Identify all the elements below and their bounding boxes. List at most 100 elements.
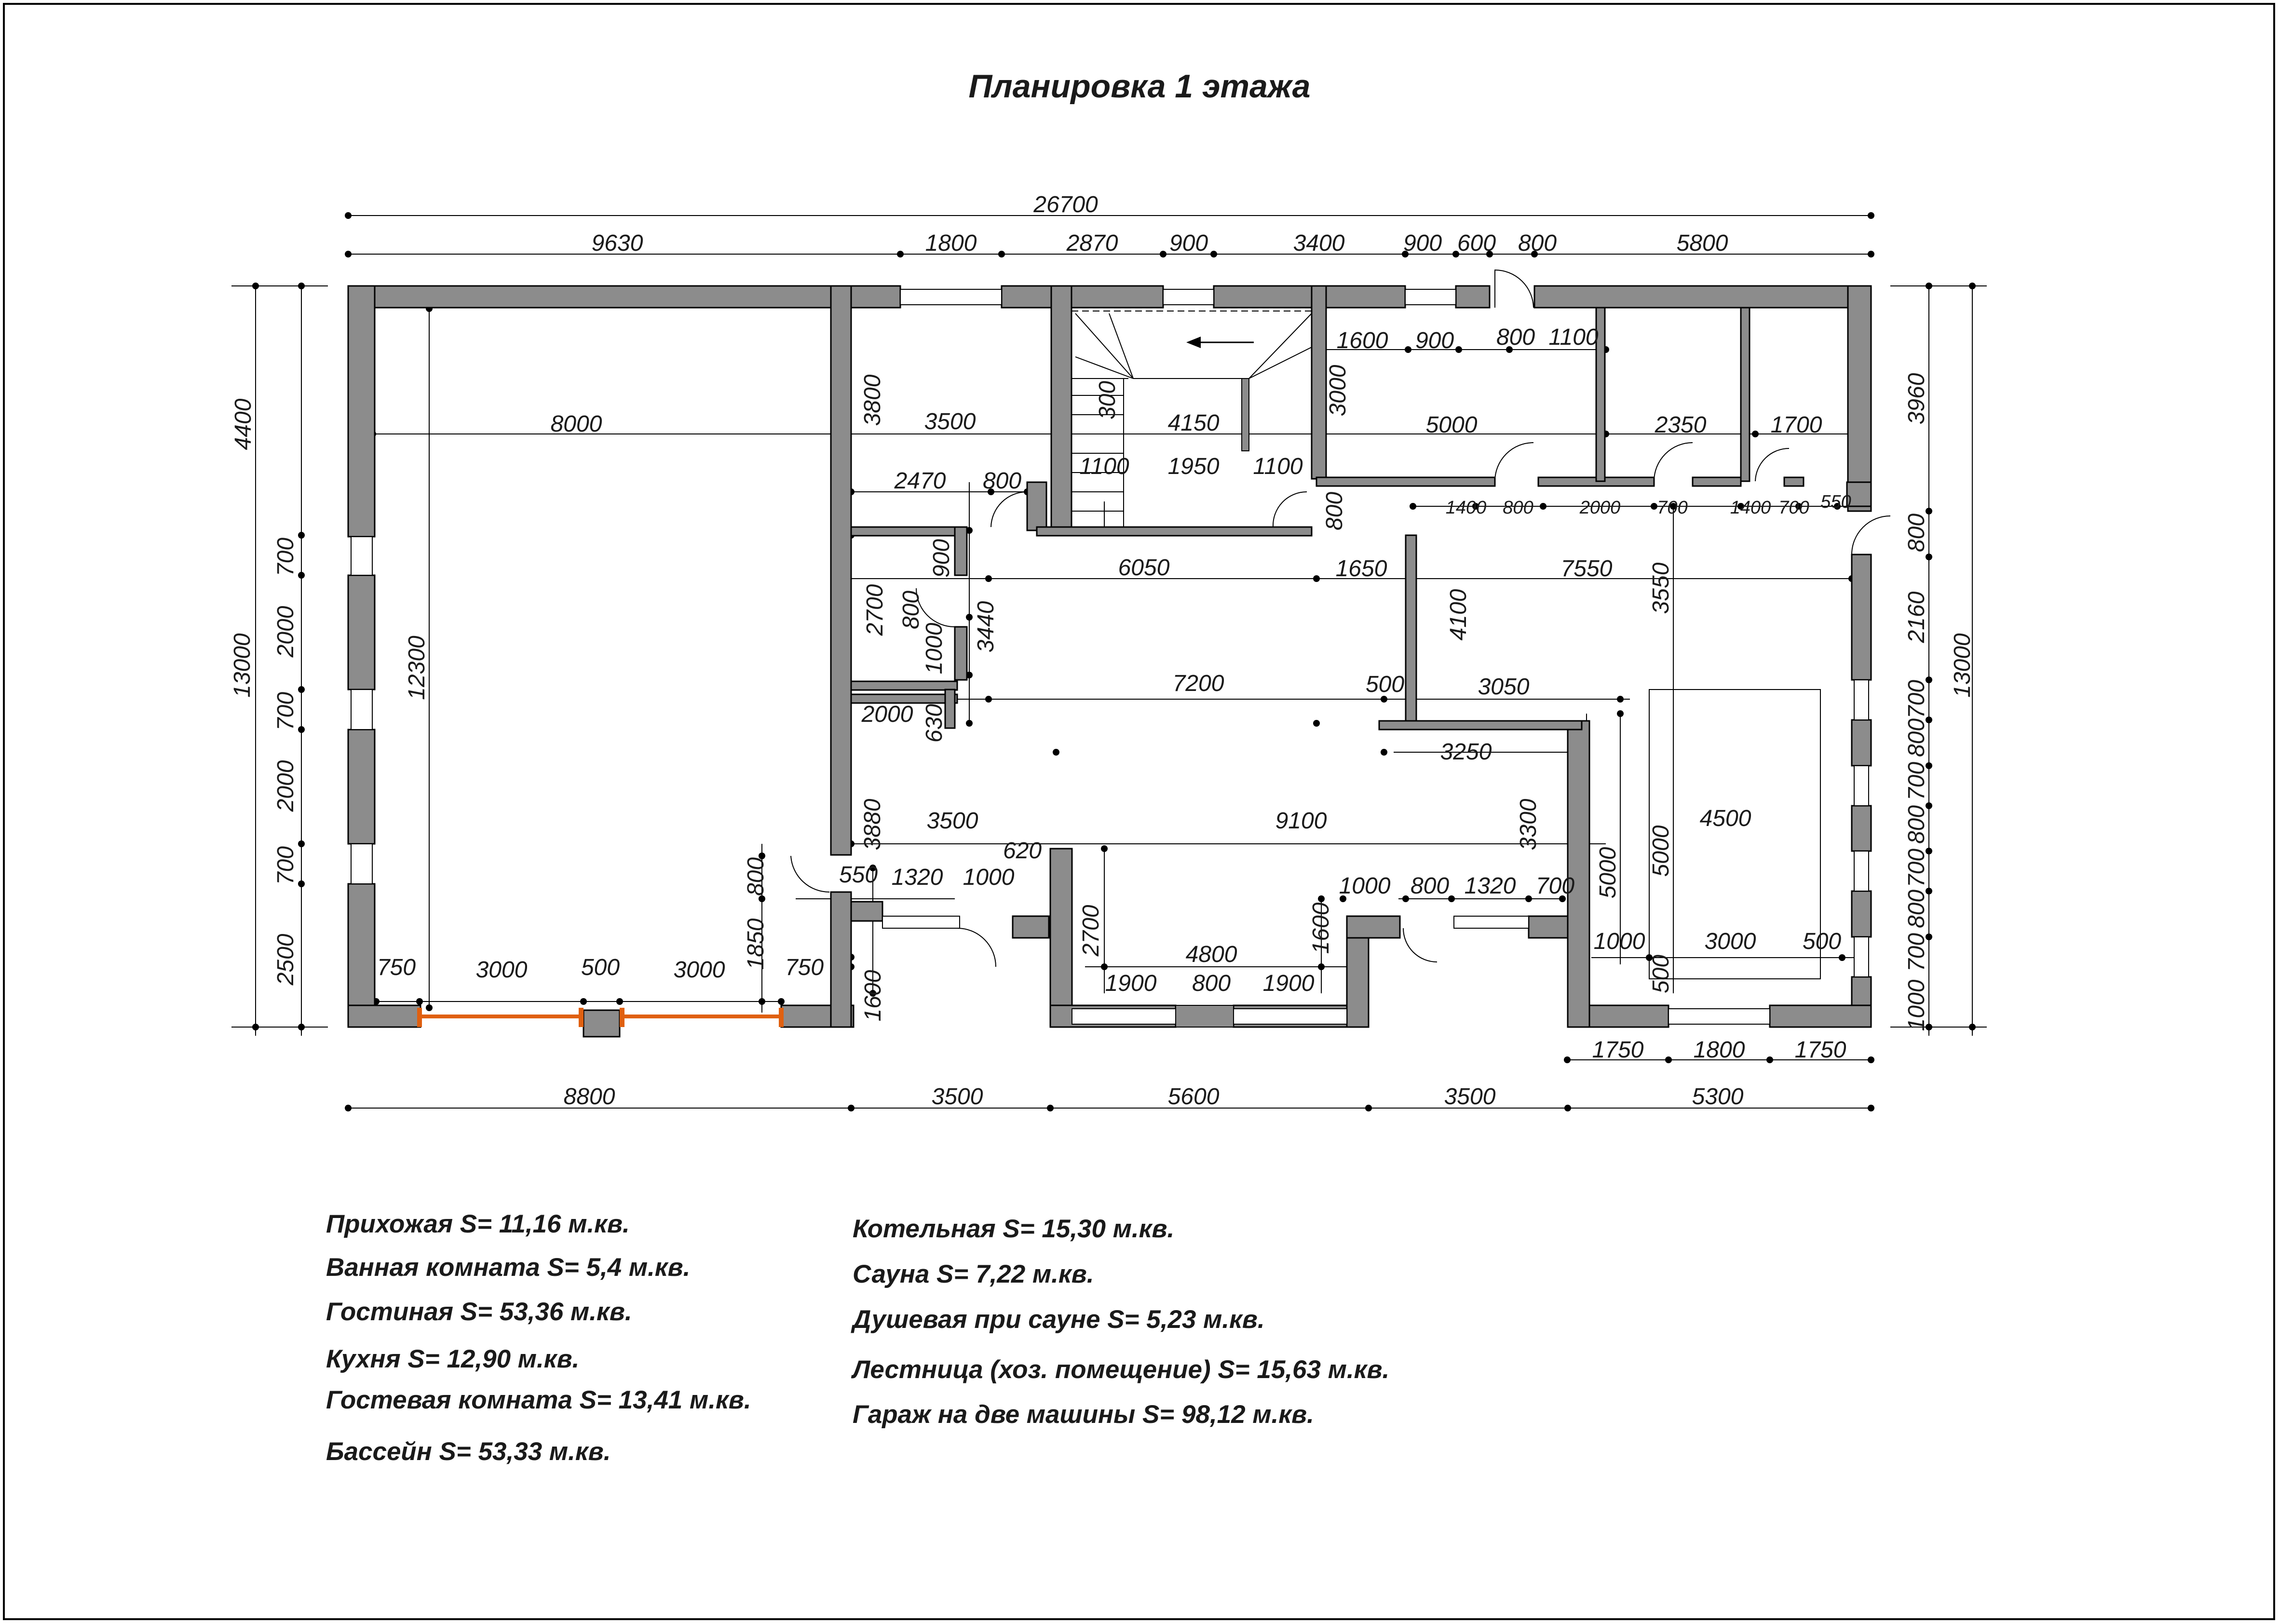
- staircase: [1072, 311, 1312, 527]
- area-garage: Гараж на две машины S= 98,12 м.кв.: [853, 1400, 1314, 1429]
- svg-text:1100: 1100: [1548, 325, 1599, 350]
- pool: [1649, 689, 1821, 979]
- svg-text:500: 500: [581, 955, 620, 980]
- svg-text:1100: 1100: [1079, 454, 1129, 479]
- svg-text:3440: 3440: [973, 601, 999, 652]
- svg-text:800: 800: [1518, 230, 1557, 256]
- svg-text:1320: 1320: [892, 865, 943, 890]
- area-living-room: Гостиная S= 53,36 м.кв.: [326, 1298, 632, 1326]
- stair-arrow-icon: [1186, 337, 1201, 348]
- svg-text:8800: 8800: [564, 1084, 615, 1110]
- area-bathroom: Ванная комната S= 5,4 м.кв.: [326, 1253, 691, 1282]
- svg-text:3000: 3000: [1325, 365, 1351, 416]
- svg-text:700: 700: [1657, 498, 1687, 518]
- garage-gate: [417, 1008, 784, 1038]
- svg-text:800: 800: [1904, 514, 1929, 552]
- svg-text:2700: 2700: [862, 584, 888, 636]
- svg-text:800: 800: [1411, 873, 1449, 899]
- svg-text:1600: 1600: [860, 970, 886, 1021]
- svg-text:900: 900: [929, 539, 954, 578]
- door-swings: [790, 269, 1891, 967]
- svg-text:1000: 1000: [1594, 929, 1645, 954]
- svg-text:800: 800: [983, 468, 1021, 494]
- svg-text:800: 800: [1503, 498, 1533, 518]
- svg-text:500: 500: [1648, 955, 1674, 993]
- svg-text:800: 800: [1192, 971, 1231, 996]
- svg-text:1950: 1950: [1168, 454, 1220, 479]
- svg-text:3550: 3550: [1648, 562, 1674, 614]
- svg-text:3300: 3300: [1516, 798, 1541, 850]
- svg-text:900: 900: [1415, 328, 1454, 353]
- svg-text:800: 800: [1904, 805, 1929, 844]
- svg-text:700: 700: [1536, 873, 1574, 899]
- area-sauna: Сауна S= 7,22 м.кв.: [853, 1260, 1094, 1288]
- svg-text:1400: 1400: [1446, 498, 1487, 518]
- svg-text:8000: 8000: [551, 411, 602, 437]
- svg-text:7200: 7200: [1173, 671, 1224, 696]
- svg-text:1400: 1400: [1730, 498, 1771, 518]
- vertical-dimension-labels: 4400 700 2000 700 2000 700 2500 13000 12…: [230, 365, 1975, 1031]
- svg-text:2000: 2000: [861, 702, 913, 727]
- area-shower: Душевая при сауне S= 5,23 м.кв.: [853, 1305, 1265, 1334]
- svg-text:3250: 3250: [1440, 739, 1492, 765]
- svg-text:700: 700: [1904, 849, 1929, 887]
- svg-text:3000: 3000: [1705, 929, 1756, 954]
- svg-text:3500: 3500: [924, 409, 976, 434]
- svg-text:750: 750: [377, 955, 416, 980]
- svg-text:2160: 2160: [1904, 591, 1929, 643]
- svg-text:1600: 1600: [1308, 902, 1334, 954]
- svg-text:9100: 9100: [1275, 808, 1327, 834]
- svg-text:550: 550: [839, 862, 878, 888]
- area-staircase: Лестница (хоз. помещение) S= 15,63 м.кв.: [853, 1355, 1390, 1384]
- svg-text:5000: 5000: [1426, 412, 1478, 438]
- svg-text:1800: 1800: [925, 230, 977, 256]
- svg-text:1750: 1750: [1795, 1037, 1846, 1063]
- svg-text:620: 620: [1003, 838, 1042, 864]
- svg-text:4100: 4100: [1446, 589, 1471, 640]
- svg-text:1320: 1320: [1465, 873, 1516, 899]
- svg-text:2350: 2350: [1655, 412, 1707, 438]
- dim-top-total: 26700: [1033, 192, 1098, 217]
- svg-text:1000: 1000: [1904, 979, 1929, 1031]
- svg-text:1750: 1750: [1592, 1037, 1644, 1063]
- svg-text:2470: 2470: [894, 468, 946, 494]
- svg-text:800: 800: [1496, 325, 1535, 350]
- svg-text:700: 700: [273, 692, 298, 731]
- svg-text:5300: 5300: [1692, 1084, 1744, 1110]
- svg-text:4400: 4400: [231, 398, 256, 450]
- svg-text:4800: 4800: [1186, 942, 1237, 967]
- svg-text:300: 300: [1095, 381, 1120, 420]
- svg-text:6050: 6050: [1118, 555, 1170, 581]
- svg-text:5600: 5600: [1168, 1084, 1220, 1110]
- svg-text:800: 800: [1904, 890, 1929, 928]
- svg-text:3000: 3000: [476, 957, 528, 983]
- svg-text:700: 700: [1904, 762, 1929, 800]
- svg-text:2500: 2500: [273, 934, 298, 986]
- svg-text:3400: 3400: [1293, 230, 1345, 256]
- svg-text:550: 550: [1820, 492, 1851, 512]
- svg-text:700: 700: [1904, 933, 1929, 972]
- svg-text:2000: 2000: [273, 760, 298, 812]
- svg-text:2000: 2000: [1579, 498, 1621, 518]
- area-guest-room: Гостевая комната S= 13,41 м.кв.: [326, 1386, 751, 1414]
- svg-text:1850: 1850: [743, 918, 769, 970]
- svg-text:1700: 1700: [1771, 412, 1822, 438]
- svg-text:1000: 1000: [963, 865, 1015, 890]
- svg-text:12300: 12300: [404, 636, 430, 700]
- svg-text:7550: 7550: [1561, 556, 1613, 582]
- svg-text:9630: 9630: [592, 230, 643, 256]
- svg-text:1900: 1900: [1105, 971, 1157, 996]
- svg-text:800: 800: [898, 591, 924, 629]
- dimension-labels: 26700 9630 1800 2870 900 3400 900 600 80…: [377, 192, 1851, 1110]
- svg-text:800: 800: [1322, 492, 1347, 530]
- svg-text:900: 900: [1403, 230, 1442, 256]
- svg-text:1000: 1000: [1339, 873, 1391, 899]
- svg-text:900: 900: [1169, 230, 1208, 256]
- svg-text:1800: 1800: [1694, 1037, 1745, 1063]
- area-boiler-room: Котельная S= 15,30 м.кв.: [853, 1215, 1175, 1243]
- svg-text:4500: 4500: [1700, 806, 1751, 831]
- svg-text:3500: 3500: [1444, 1084, 1496, 1110]
- svg-text:600: 600: [1457, 230, 1496, 256]
- svg-text:1000: 1000: [922, 623, 947, 674]
